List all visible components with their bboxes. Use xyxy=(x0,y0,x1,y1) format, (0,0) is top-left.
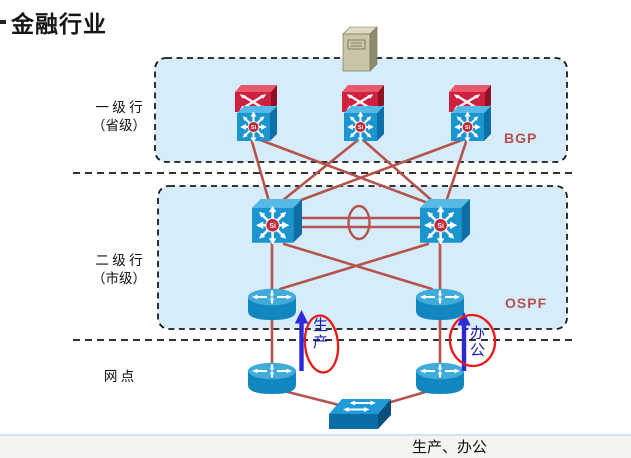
tier1-name: 一 级 行 xyxy=(95,100,143,115)
clipped-character-fragment xyxy=(0,20,6,24)
branch-router-icon xyxy=(415,361,465,395)
city-router-icon xyxy=(247,287,297,321)
office-up-arrow xyxy=(457,312,471,371)
link-bundle-ellipse xyxy=(347,204,371,241)
tier3-label: 网 点 xyxy=(84,368,154,386)
tier2-sub: （市级） xyxy=(92,271,146,286)
slide-title: 金融行业 xyxy=(11,12,107,37)
flow-arrows xyxy=(294,310,471,371)
slide-bottom-margin xyxy=(0,436,631,458)
provincial-switch-si-icon xyxy=(450,105,492,144)
server-icon xyxy=(342,26,378,72)
tier1-sub: （省级） xyxy=(92,118,146,133)
production-up-arrow xyxy=(294,310,309,371)
tier3-name: 网 点 xyxy=(103,369,135,384)
office-flow-label: 办公 xyxy=(468,325,484,359)
slide-bottom-rule xyxy=(0,434,631,437)
access-switch-icon xyxy=(327,397,393,431)
office-circle xyxy=(448,313,497,368)
branch-router-icon xyxy=(247,361,297,395)
bottom-caption: 生产、办公 xyxy=(412,440,488,456)
ospf-protocol-label: OSPF xyxy=(505,295,548,311)
production-flow-label: 生产 xyxy=(311,317,327,351)
city-router-icon xyxy=(415,287,465,321)
tier2-label: 二 级 行 （市级） xyxy=(84,252,154,288)
city-core-switch-si-icon xyxy=(250,197,304,246)
bgp-protocol-label: BGP xyxy=(504,130,538,146)
city-core-switch-si-icon xyxy=(418,197,472,246)
tier2-name: 二 级 行 xyxy=(95,253,143,268)
connection-lines xyxy=(249,136,469,409)
production-circle xyxy=(303,314,340,374)
annotation-circles xyxy=(303,313,497,374)
tier1-label: 一 级 行 （省级） xyxy=(84,99,154,135)
provincial-switch-si-icon xyxy=(343,105,385,144)
provincial-switch-si-icon xyxy=(236,105,278,144)
